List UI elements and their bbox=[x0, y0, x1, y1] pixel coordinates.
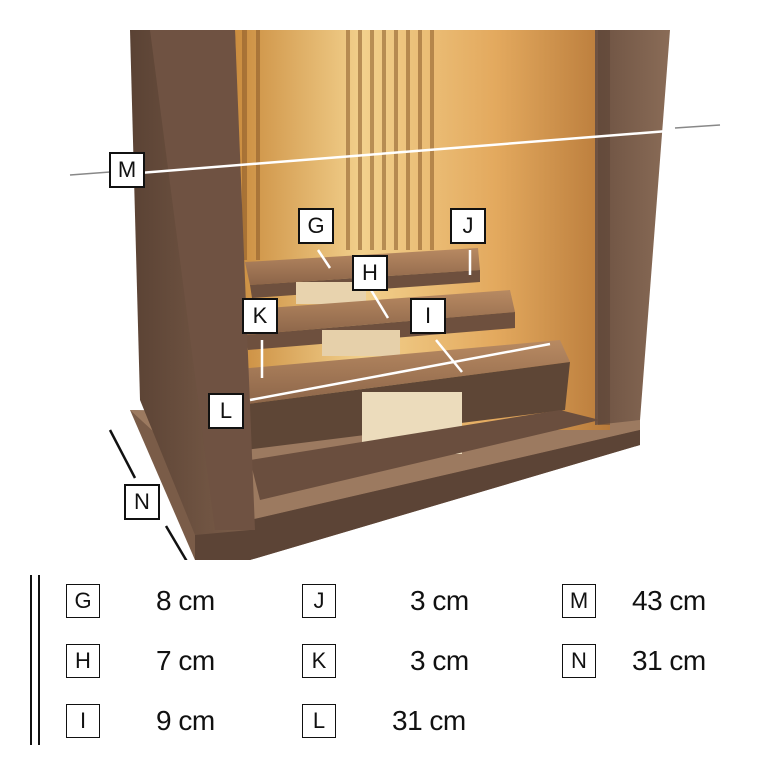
legend-key: L bbox=[302, 704, 336, 738]
legend-item-n: N 31 cm bbox=[562, 644, 706, 678]
legend-value: 8 cm bbox=[156, 585, 215, 616]
legend-rule bbox=[30, 575, 32, 745]
cabinet-left-panel bbox=[130, 30, 255, 535]
callout-h: H bbox=[352, 255, 388, 291]
legend-item-j: J 3 cm bbox=[302, 584, 469, 618]
legend-value: 31 cm bbox=[392, 705, 466, 736]
legend-value: 7 cm bbox=[156, 645, 215, 676]
legend-key: N bbox=[562, 644, 596, 678]
legend-item-l: L 31 cm bbox=[302, 704, 466, 738]
callout-n: N bbox=[124, 484, 160, 520]
callout-j: J bbox=[450, 208, 486, 244]
legend-key: H bbox=[66, 644, 100, 678]
legend-value: 9 cm bbox=[156, 705, 215, 736]
legend-key: G bbox=[66, 584, 100, 618]
legend-key: K bbox=[302, 644, 336, 678]
cabinet-right-panel bbox=[595, 30, 670, 425]
legend-rule bbox=[38, 575, 40, 745]
legend-item-m: M 43 cm bbox=[562, 584, 706, 618]
legend-key: I bbox=[66, 704, 100, 738]
legend-item-i: I 9 cm bbox=[66, 704, 215, 738]
legend-item-g: G 8 cm bbox=[66, 584, 215, 618]
legend-key: J bbox=[302, 584, 336, 618]
legend-key: M bbox=[562, 584, 596, 618]
legend-value: 31 cm bbox=[632, 645, 706, 676]
legend-value: 3 cm bbox=[410, 585, 469, 616]
dimension-line-m-ends bbox=[69, 124, 721, 176]
legend-value: 3 cm bbox=[410, 645, 469, 676]
callout-g: G bbox=[298, 208, 334, 244]
dimension-line-n bbox=[108, 429, 188, 560]
dimension-lines bbox=[75, 125, 719, 402]
legend-item-k: K 3 cm bbox=[302, 644, 469, 678]
legend-item-h: H 7 cm bbox=[66, 644, 215, 678]
callout-i: I bbox=[410, 298, 446, 334]
legend-value: 43 cm bbox=[632, 585, 706, 616]
callout-l: L bbox=[208, 393, 244, 429]
callout-m: M bbox=[109, 152, 145, 188]
callout-k: K bbox=[242, 298, 278, 334]
